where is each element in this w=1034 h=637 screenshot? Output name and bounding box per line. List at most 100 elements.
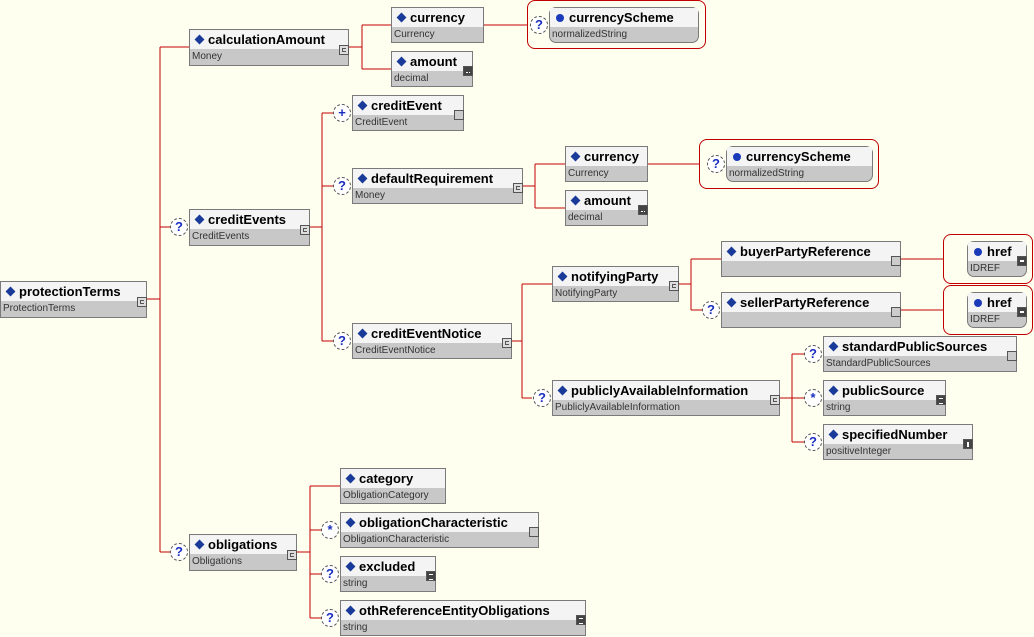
element-icon [5, 286, 16, 297]
node-specifiedNumber[interactable]: specifiedNumber positiveInteger [823, 424, 973, 460]
complex-content-icon[interactable] [287, 550, 297, 560]
complex-content-icon[interactable] [502, 338, 512, 348]
node-type: IDREF [970, 263, 1000, 274]
attribute-group-href2 [943, 285, 1033, 335]
node-type: Currency [394, 29, 435, 40]
element-icon [345, 561, 356, 572]
complex-content-icon[interactable] [137, 297, 147, 307]
node-type: Currency [568, 168, 609, 179]
node-type: string [826, 402, 851, 413]
occurrence-icon: ? [170, 218, 188, 236]
node-name: currency [584, 149, 639, 164]
info-content-icon[interactable] [963, 439, 973, 449]
node-name: amount [584, 193, 631, 208]
list-content-icon[interactable] [576, 615, 586, 625]
empty-content-icon[interactable] [1007, 351, 1017, 361]
node-name: obligations [208, 537, 278, 552]
empty-content-icon[interactable] [891, 307, 901, 317]
node-name: standardPublicSources [842, 339, 988, 354]
complex-content-icon[interactable] [300, 225, 310, 235]
attribute-icon [733, 152, 741, 161]
attribute-icon [974, 247, 982, 256]
node-name: protectionTerms [19, 284, 121, 299]
element-icon [726, 297, 737, 308]
node-type: Money [355, 190, 386, 201]
occurrence-icon: * [321, 521, 339, 539]
occurrence-icon: ? [530, 16, 548, 34]
element-icon [345, 605, 356, 616]
element-icon [357, 173, 368, 184]
simple-content-icon[interactable] [463, 66, 473, 76]
node-buyerPartyReference[interactable]: buyerPartyReference [721, 241, 901, 277]
element-icon [345, 517, 356, 528]
attribute-group-href1 [943, 234, 1033, 284]
node-type: StandardPublicSources [826, 358, 931, 369]
node-name: othReferenceEntityObligations [359, 603, 550, 618]
element-icon [396, 56, 407, 67]
node-name: currencyScheme [569, 10, 674, 25]
attr-content-icon[interactable] [1017, 307, 1027, 317]
complex-content-icon[interactable] [669, 281, 679, 291]
occurrence-icon: ? [702, 301, 720, 319]
node-type: decimal [568, 212, 603, 223]
occurrence-icon: ? [333, 332, 351, 350]
empty-content-icon[interactable] [529, 527, 539, 537]
complex-content-icon[interactable] [513, 183, 523, 193]
node-name: buyerPartyReference [740, 244, 871, 259]
node-name: specifiedNumber [842, 427, 948, 442]
node-type: normalizedString [729, 168, 805, 179]
empty-content-icon[interactable] [454, 110, 464, 120]
list-content-icon[interactable] [426, 571, 436, 581]
occurrence-icon: ? [533, 389, 551, 407]
node-amount1[interactable]: amount decimal [391, 51, 473, 87]
element-icon [194, 539, 205, 550]
element-icon [726, 246, 737, 257]
node-type: positiveInteger [826, 446, 892, 457]
attr-content-icon[interactable] [1017, 256, 1027, 266]
node-name: href [987, 295, 1012, 310]
occurrence-icon: ? [804, 345, 822, 363]
element-icon [828, 341, 839, 352]
list-content-icon[interactable] [936, 395, 946, 405]
node-type: decimal [394, 73, 429, 84]
complex-content-icon[interactable] [770, 395, 780, 405]
node-type: ObligationCharacteristic [343, 534, 450, 545]
element-icon [828, 385, 839, 396]
node-type: ProtectionTerms [3, 303, 76, 314]
node-type: PubliclyAvailableInformation [555, 402, 680, 413]
node-name: obligationCharacteristic [359, 515, 508, 530]
element-icon [396, 12, 407, 23]
empty-content-icon[interactable] [891, 256, 901, 266]
node-amount2[interactable]: amount decimal [565, 190, 648, 226]
node-sellerPartyReference[interactable]: sellerPartyReference [721, 292, 901, 328]
node-name: amount [410, 54, 457, 69]
element-icon [194, 34, 205, 45]
element-icon [557, 385, 568, 396]
complex-content-icon[interactable] [339, 45, 349, 55]
simple-content-icon[interactable] [638, 205, 648, 215]
node-type: CreditEventNotice [355, 345, 436, 356]
node-type: IDREF [970, 314, 1000, 325]
